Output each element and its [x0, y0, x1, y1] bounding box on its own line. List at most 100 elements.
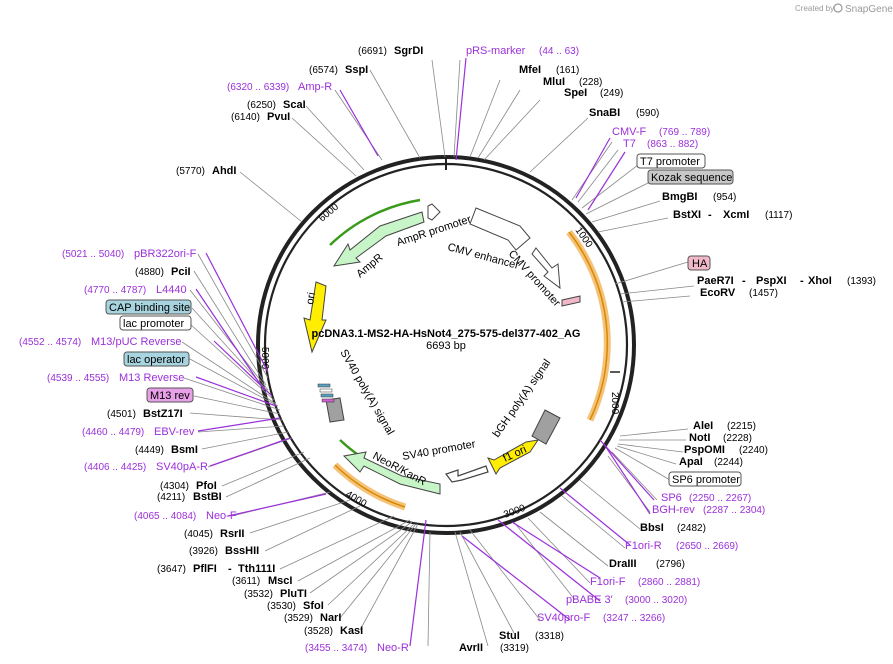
tick-label-2000: 2000	[609, 392, 620, 415]
site-name-bmgbi: BmgBI	[662, 191, 697, 203]
site-name-pspxi: PspXI	[756, 275, 787, 287]
primer-name-l4440: L4440	[156, 284, 187, 296]
site-pos-sgrdi: (6691)	[358, 46, 387, 57]
site-name-xhoi: XhoI	[808, 275, 832, 287]
lac-operator-mark	[320, 393, 334, 398]
site-name-pluti: PluTI	[280, 588, 307, 600]
primer-name-neo-f: Neo-F	[206, 510, 237, 522]
snapgene-logo-icon	[833, 3, 843, 13]
feature-box-sp6-promoter	[668, 471, 742, 487]
credit-prefix: Created by	[795, 4, 834, 13]
primer-range-pbabe3: (3000 .. 3020)	[625, 595, 687, 606]
feature-label-sv40-polya: SV40 poly(A) signal	[337, 348, 396, 438]
site-name-pflfi: PflFI	[193, 563, 217, 575]
primer-range-m13-puc: (4552 .. 4574)	[19, 337, 81, 348]
primer-range-f1ori-r: (2650 .. 2669)	[676, 541, 738, 552]
site-pos-pcii: (4880)	[135, 267, 164, 278]
primer-name-amp-r: Amp-R	[298, 81, 332, 93]
site-name-pfoi: PfoI	[196, 480, 217, 492]
orange-arc-cmv	[566, 229, 611, 422]
site-name-bbsi: BbsI	[640, 522, 664, 534]
left-site-labels: (6574) SspI (6320 .. 6339) Amp-R (6250) …	[19, 64, 409, 654]
orange-arc-cmv-line	[568, 231, 609, 421]
site-pos-rsrii: (4045)	[184, 529, 213, 540]
feature-box-lac-operator	[123, 351, 190, 367]
feature-box-label-m13-rev: M13 rev	[150, 390, 190, 402]
plasmid-name: pcDNA3.1-MS2-HA-HsNot4_275-575-del377-40…	[312, 328, 581, 340]
primer-name-sv40pro-f: SV40pro-F	[537, 612, 590, 624]
site-pos-pfoi: (4304)	[160, 481, 189, 492]
site-pos-nari: (3529)	[284, 613, 313, 624]
site-name-draiii: DraIII	[609, 558, 637, 570]
site-pos-sfoi: (3530)	[267, 601, 296, 612]
primer-name-prs-marker: pRS-marker	[466, 45, 526, 57]
site-name-spei: SpeI	[564, 87, 587, 99]
site-pos-xhoi: (1393)	[847, 276, 876, 287]
cmv-promoter-arrow	[531, 247, 561, 290]
site-pos-bstbi: (4211)	[157, 492, 185, 503]
primer-range-cmv-f: (769 .. 789)	[659, 127, 710, 138]
site-name-tth111i: Tth111I	[238, 563, 275, 575]
site-pos-bbsi: (2482)	[677, 523, 706, 534]
site-pos-apai: (2244)	[714, 457, 743, 468]
ampr-arrow	[332, 211, 425, 267]
primer-name-f1ori-f: F1ori-F	[590, 576, 626, 588]
site-name-kasi: KasI	[340, 625, 363, 637]
primer-range-ebv-rev: (4460 .. 4479)	[82, 427, 144, 438]
feature-box-label-t7-promoter: T7 promoter	[640, 156, 700, 168]
sv40-promoter-arrow	[445, 465, 489, 483]
site-pos-mlui: (228)	[579, 77, 602, 88]
primer-name-m13-puc: M13/pUC Reverse	[91, 336, 181, 348]
site-pos-pluti: (3532)	[244, 589, 273, 600]
primer-range-bgh-rev: (2287 .. 2304)	[703, 505, 765, 516]
primer-name-cmv-f: CMV-F	[612, 126, 647, 138]
site-name-apai: ApaI	[679, 456, 703, 468]
site-name-mlui: MluI	[543, 76, 565, 88]
site-pos-pflfi: (3647)	[157, 564, 186, 575]
site-pos-avrii: (3319)	[500, 643, 529, 654]
site-pos-spei: (249)	[600, 88, 623, 99]
tick-marks: 1000 2000 3000 4000 5000 6000	[259, 201, 620, 521]
feature-box-cap-binding	[105, 299, 192, 315]
primer-name-sv40pa-r: SV40pA-R	[156, 461, 208, 473]
primer-name-m13-reverse: M13 Reverse	[119, 372, 184, 384]
feature-box-label-kozak: Kozak sequence	[651, 172, 732, 184]
primer-name-f1ori-r: F1ori-R	[625, 540, 662, 552]
site-name-msci: MscI	[268, 575, 292, 587]
site-name-ecorv: EcoRV	[700, 287, 736, 299]
snapgene-credit: Created by SnapGene	[795, 3, 893, 15]
feature-box-kozak	[647, 169, 734, 185]
feature-label-ori: ori	[304, 291, 318, 305]
site-name-alei: AleI	[693, 420, 713, 432]
feature-box-lac-promoter	[119, 315, 192, 331]
feature-box-m13-rev	[146, 387, 194, 403]
site-pos-scai: (6250)	[247, 100, 276, 111]
site-pos-ecorv: (1457)	[749, 288, 778, 299]
site-pos-draiii: (2796)	[656, 559, 685, 570]
primer-range-amp-r: (6320 .. 6339)	[227, 82, 289, 93]
site-name-sfoi: SfoI	[303, 600, 324, 612]
cap-binding-mark	[317, 383, 331, 388]
site-name-noti: NotI	[689, 432, 710, 444]
primer-range-m13-reverse: (4539 .. 4555)	[47, 373, 109, 384]
tick-label-5000: 5000	[259, 347, 270, 370]
green-arc-amp	[329, 198, 421, 246]
m13-rev-mark	[321, 398, 335, 403]
site-pos-bmgbi: (954)	[713, 192, 736, 203]
feature-label-sv40-promoter: SV40 promoter	[401, 438, 476, 463]
credit-brand: SnapGene	[845, 4, 893, 15]
primer-range-t7: (863 .. 882)	[647, 139, 698, 150]
site-name-pvui: PvuI	[267, 111, 290, 123]
orange-arc-neo-line	[334, 464, 406, 508]
site-name-pcii: PciI	[171, 266, 191, 278]
primer-range-sp6: (2250 .. 2267)	[689, 493, 751, 504]
ori-arrow	[303, 281, 327, 354]
primer-range-l4440: (4770 .. 4787)	[84, 285, 146, 296]
site-pos-bsshii: (3926)	[189, 546, 218, 557]
plasmid-size: 6693 bp	[426, 340, 466, 352]
primer-range-neo-f: (4065 .. 4084)	[134, 511, 196, 522]
primer-range-pbr322ori-f: (5021 .. 5040)	[62, 249, 124, 260]
ha-marker	[561, 295, 581, 307]
sep-pspxi: -	[800, 275, 804, 287]
primer-name-pbabe3: pBABE 3'	[566, 594, 613, 606]
